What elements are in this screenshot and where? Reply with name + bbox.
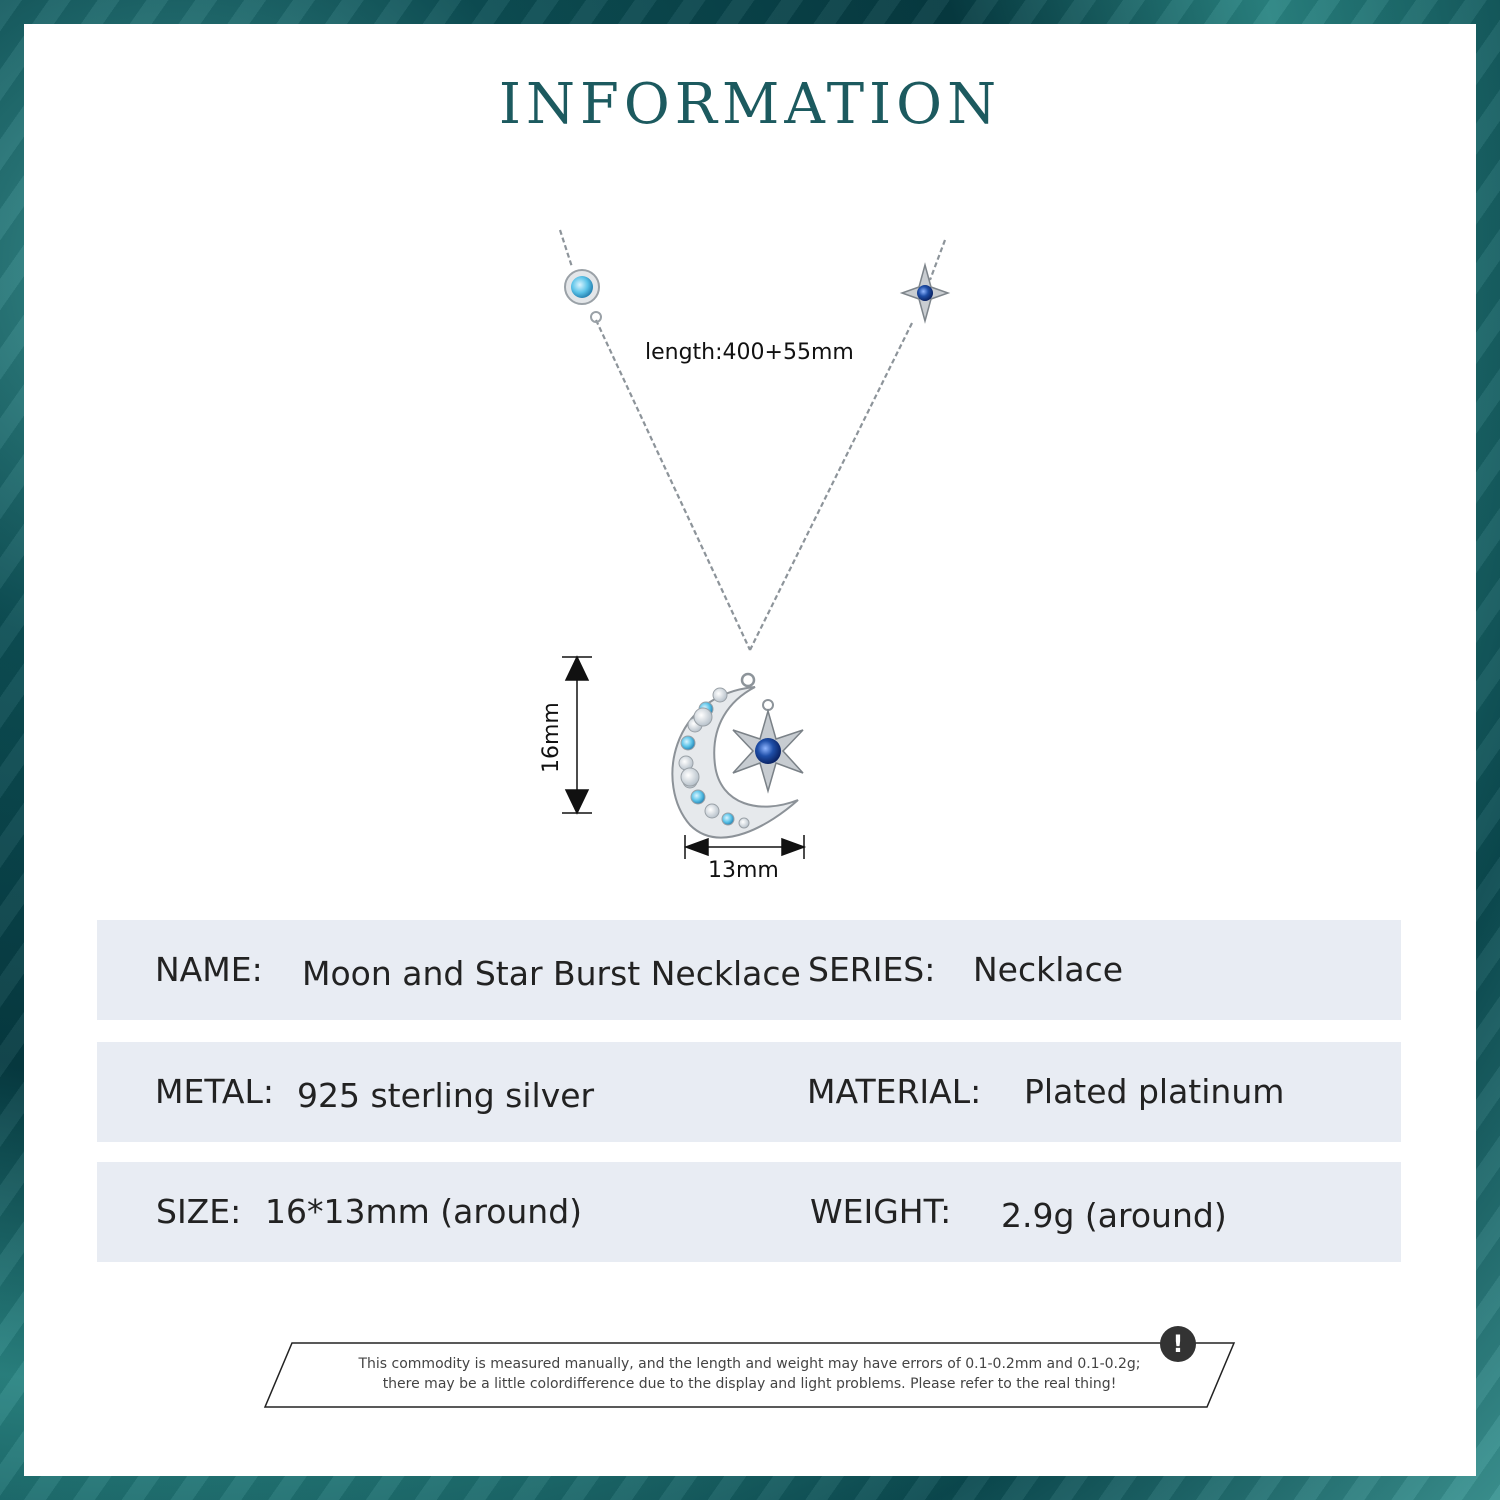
right-chain [749, 239, 947, 651]
weight-label: WEIGHT: [810, 1192, 952, 1231]
notice-line-2: there may be a little colordifference du… [382, 1376, 1117, 1392]
size-value: 16*13mm (around) [265, 1192, 583, 1231]
size-label: SIZE: [156, 1192, 242, 1231]
spec-row-size: SIZE: 16*13mm (around) WEIGHT: 2.9g (aro… [97, 1162, 1401, 1262]
length-label: length:400+55mm [645, 340, 854, 365]
page-title: INFORMATION [498, 72, 1002, 137]
series-value: Necklace [973, 950, 1124, 989]
notice-frame [263, 1342, 1236, 1408]
necklace-image: length:400+55mm 16mm 13mm [539, 229, 951, 883]
exclamation-icon: ! [1160, 1326, 1196, 1362]
material-value: Plated platinum [1024, 1072, 1285, 1111]
spec-row-metal: METAL: 925 sterling silver MATERIAL: Pla… [97, 1042, 1401, 1142]
series-label: SERIES: [808, 950, 936, 989]
bezel-stone [564, 269, 602, 323]
notice-line-1: This commodity is measured manually, and… [358, 1356, 1141, 1372]
left-chain [558, 229, 751, 651]
width-label: 13mm [708, 858, 779, 883]
height-label: 16mm [539, 702, 564, 773]
crescent-pendant [671, 686, 799, 839]
material-label: MATERIAL: [807, 1072, 982, 1111]
star-charm [899, 262, 951, 324]
spec-row-name: NAME: Moon and Star Burst Necklace SERIE… [97, 920, 1401, 1020]
hanging-star [732, 699, 804, 794]
metal-value: 925 sterling silver [297, 1076, 595, 1115]
weight-value: 2.9g (around) [1001, 1196, 1227, 1235]
height-arrow [562, 655, 592, 815]
metal-label: METAL: [155, 1072, 274, 1111]
notice-box: This commodity is measured manually, and… [262, 1340, 1237, 1410]
name-label: NAME: [155, 950, 263, 989]
name-value: Moon and Star Burst Necklace [302, 954, 801, 993]
width-arrow [683, 835, 807, 859]
